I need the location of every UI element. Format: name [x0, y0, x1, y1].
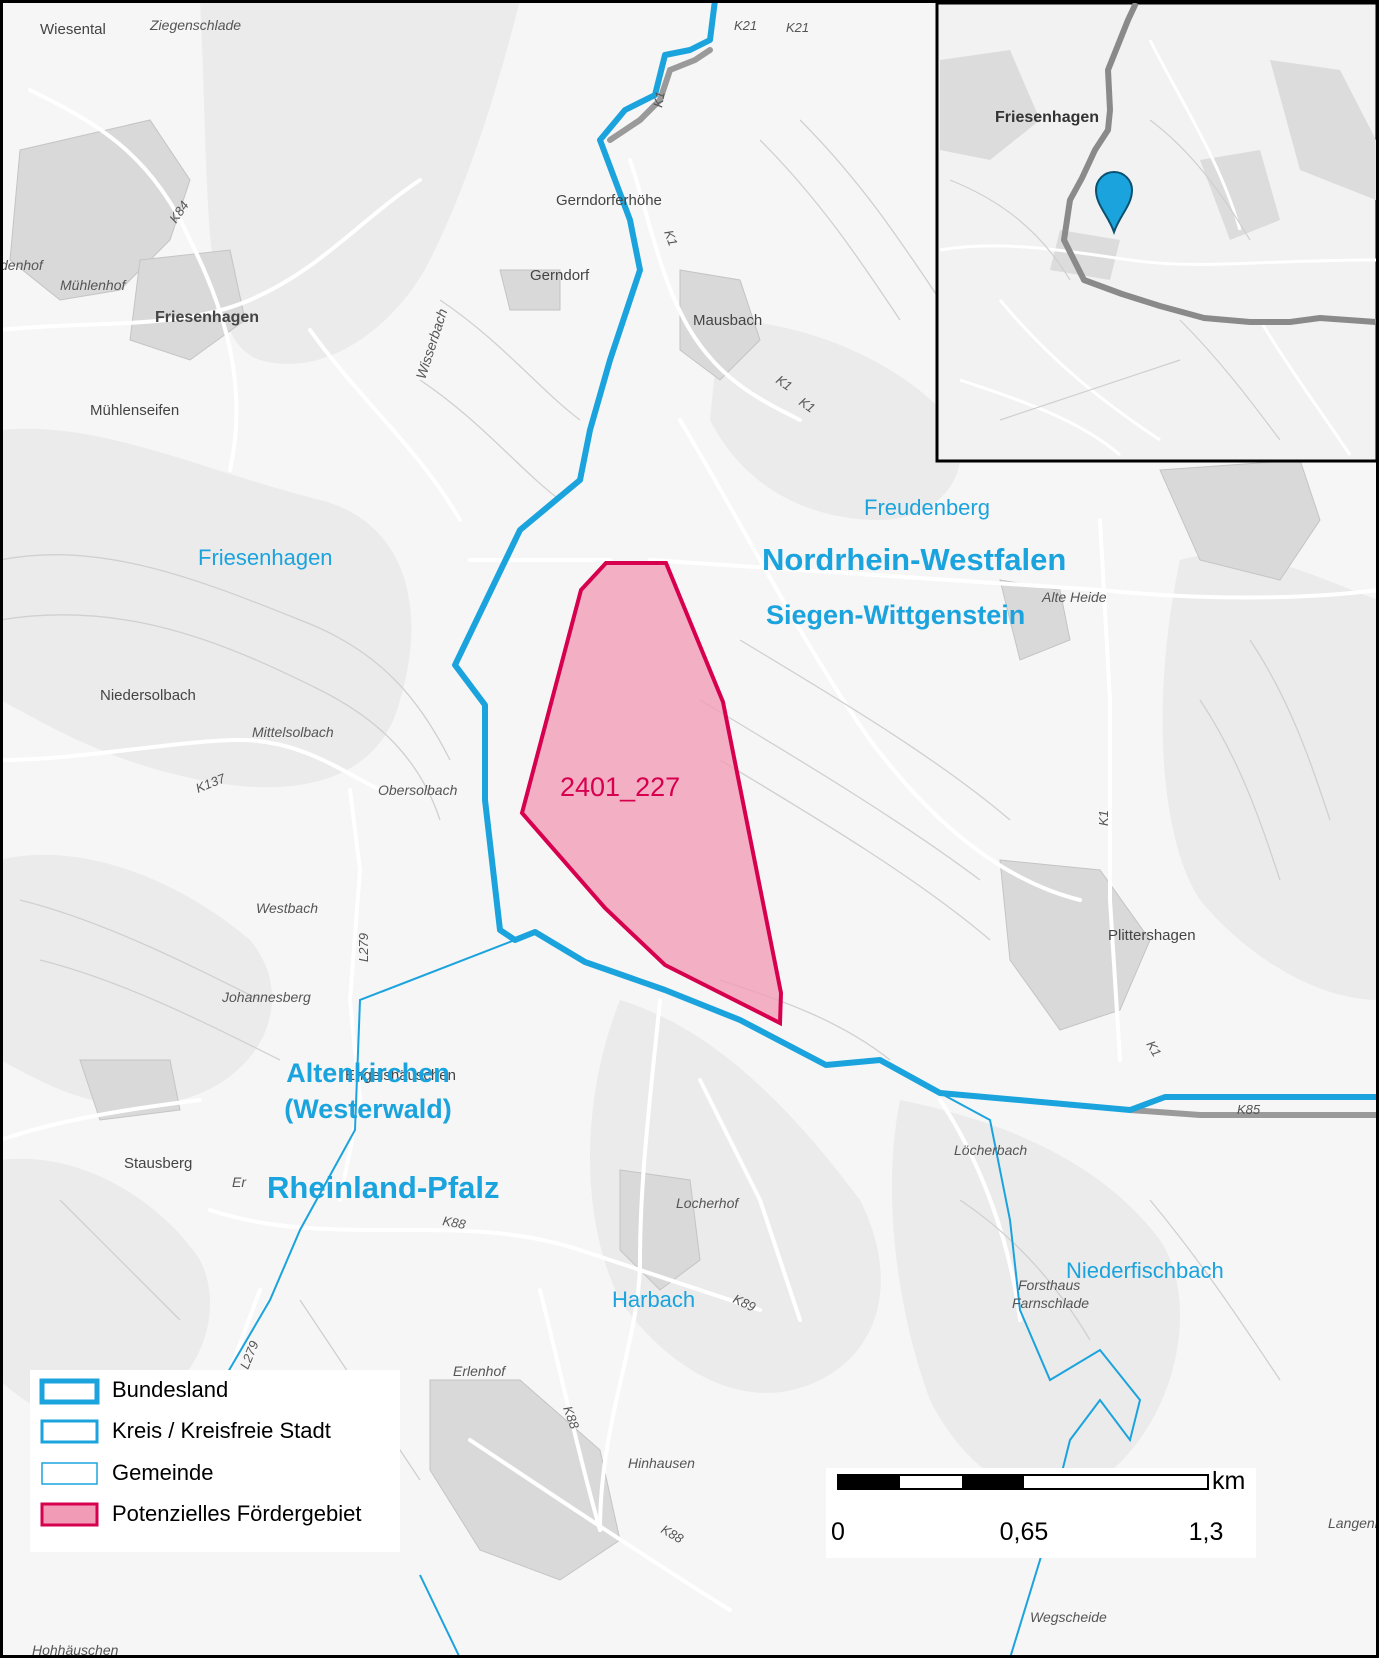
place-label: Obersolbach — [378, 782, 458, 798]
road-label: K1 — [773, 372, 795, 393]
map-pin-icon — [1094, 171, 1134, 236]
road-label: K1 — [661, 228, 681, 248]
potential-area[interactable] — [519, 561, 784, 1027]
place-label: Stausberg — [124, 1155, 192, 1172]
district-label: Siegen-Wittgenstein — [766, 600, 1025, 630]
municipality-label: Freudenberg — [864, 495, 990, 520]
place-label: Gerndorf — [530, 267, 590, 284]
legend-swatch-kreis — [40, 1419, 99, 1444]
place-label: Langenba — [1328, 1515, 1379, 1531]
road-label: K1 — [796, 394, 818, 415]
municipality-label: Harbach — [612, 1287, 695, 1312]
place-label: Hinhausen — [628, 1455, 695, 1471]
place-label: Friesenhagen — [155, 309, 259, 326]
place-label: Mühlenseifen — [90, 402, 179, 419]
road-label: K21 — [786, 20, 809, 35]
place-label: denhof — [0, 257, 45, 273]
legend-label: Bundesland — [112, 1377, 228, 1402]
legend-swatch-foerdergebiet — [40, 1502, 99, 1527]
place-label: Wegscheide — [1030, 1609, 1107, 1625]
legend-item: Gemeinde — [41, 1460, 214, 1485]
legend-swatch-bundesland — [39, 1378, 100, 1405]
state-label: Nordrhein-Westfalen — [762, 542, 1066, 577]
place-label: Ziegenschlade — [149, 17, 241, 33]
place-label: Farnschlade — [1012, 1295, 1089, 1311]
inset-place-label: Friesenhagen — [995, 109, 1099, 126]
place-label: Forsthaus — [1018, 1277, 1080, 1293]
road-label: K21 — [734, 18, 757, 33]
place-label: Mausbach — [693, 312, 762, 329]
state-label: Rheinland-Pfalz — [267, 1170, 500, 1205]
municipality-label: Friesenhagen — [198, 545, 333, 570]
place-label: Mühlenhof — [60, 277, 127, 293]
overview-inset: Friesenhagen — [935, 1, 1379, 463]
road-label: K1 — [1096, 810, 1111, 826]
scale-unit: km — [1212, 1467, 1245, 1495]
place-label: Löcherbach — [954, 1142, 1027, 1158]
district-label: (Westerwald) — [284, 1094, 452, 1124]
scale-tick-label: 0 — [831, 1518, 845, 1546]
road-label: K1 — [650, 90, 668, 108]
place-label: Er — [232, 1174, 247, 1190]
place-label: Erlenhof — [453, 1363, 507, 1379]
gray-road-layer — [607, 47, 1379, 1118]
legend-label: Gemeinde — [112, 1460, 214, 1485]
place-label: Niedersolbach — [100, 687, 196, 704]
legend: Bundesland Kreis / Kreisfreie Stadt Geme… — [30, 1370, 400, 1552]
municipality-label: Niederfischbach — [1066, 1258, 1224, 1283]
place-label: Gerndorferhöhe — [556, 192, 662, 209]
legend-item: Potenzielles Fördergebiet — [40, 1501, 361, 1527]
legend-label: Potenzielles Fördergebiet — [112, 1501, 361, 1526]
roads-layer — [0, 88, 1379, 1612]
place-label: Engelshäuschen — [345, 1067, 456, 1084]
place-label: Wiesental — [40, 21, 106, 38]
place-label: Mittelsolbach — [252, 724, 334, 740]
place-label: Alte Heide — [1041, 589, 1107, 605]
legend-item: Kreis / Kreisfreie Stadt — [40, 1418, 331, 1444]
bundesland-boundary — [452, 0, 1379, 1113]
area-id-label: 2401_227 — [560, 772, 680, 802]
place-label: Locherhof — [676, 1195, 740, 1211]
legend-swatch-gemeinde — [41, 1462, 98, 1485]
place-label: Westbach — [256, 900, 318, 916]
terrain-layer — [0, 0, 1379, 1493]
place-label: Plittershagen — [1108, 927, 1196, 944]
scale-bar: km 0 0,65 1,3 — [826, 1467, 1256, 1558]
legend-item: Bundesland — [39, 1377, 228, 1405]
map-labels: Wiesental Ziegenschlade Friesenhagen Müh… — [0, 17, 1379, 1658]
road-label: K85 — [1237, 1102, 1261, 1117]
place-label: Hohhäuschen — [32, 1642, 119, 1658]
scale-tick-label: 0,65 — [1000, 1518, 1049, 1546]
road-label: L279 — [356, 933, 371, 962]
place-label: Johannesberg — [221, 989, 311, 1005]
district-label: Altenkirchen — [286, 1058, 450, 1088]
road-label: K88 — [441, 1213, 467, 1232]
legend-label: Kreis / Kreisfreie Stadt — [112, 1418, 331, 1443]
scale-tick-label: 1,3 — [1189, 1518, 1224, 1546]
road-label: K1 — [1143, 1038, 1164, 1059]
